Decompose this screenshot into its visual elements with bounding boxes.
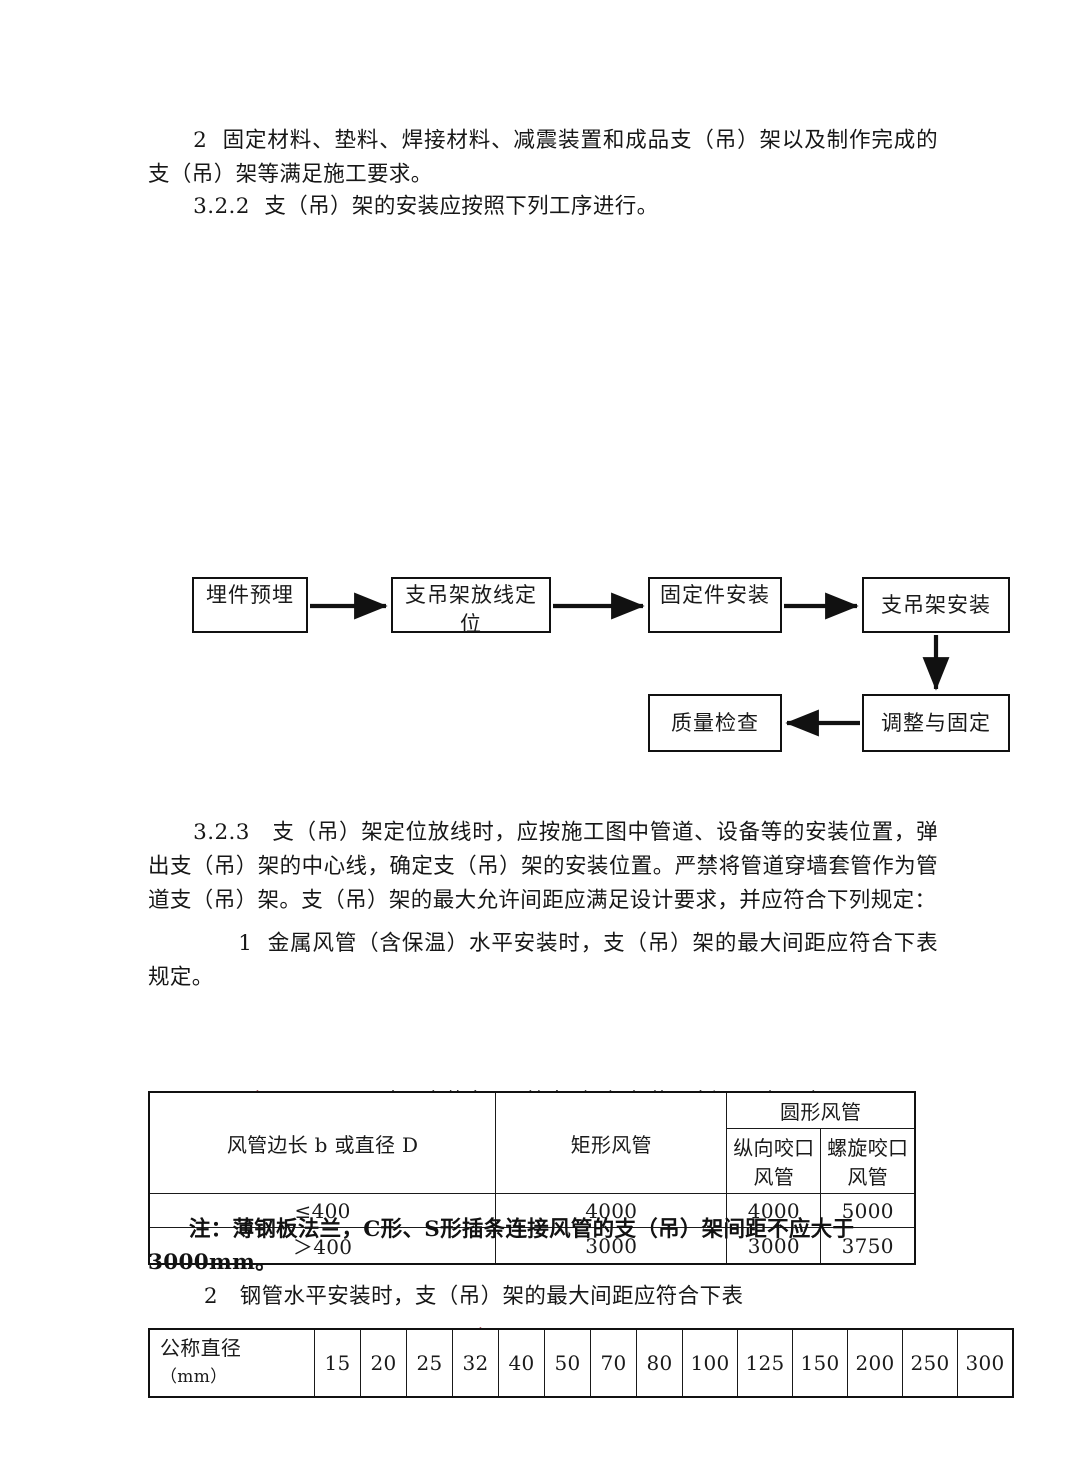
table2-cell-dn: 32	[452, 1328, 499, 1398]
paragraph-clause-3-2-2: 3.2.2 支（吊）架的安装应按照下列工序进行。	[193, 194, 659, 219]
table1-note: 注：薄钢板法兰，C形、S形插条连接风管的支（吊）架间距不应大于3000mm。	[148, 1217, 855, 1275]
table-row: 公称直径 （mm） 15 20 25 32 40 50 70 80 100 125…	[148, 1328, 1014, 1398]
flow-node-quality-inspection: 质量检查	[648, 694, 782, 752]
table2-cell-dn: 80	[636, 1328, 683, 1398]
table1-cell-size: ≤400	[148, 1193, 497, 1228]
table1-header-size: 风管边长 b 或直径 D	[148, 1091, 497, 1194]
flow-node-layout-positioning: 支吊架放线定位	[391, 577, 551, 633]
table-row: 纵向咬口风管 螺旋咬口风管	[149, 1128, 916, 1194]
table2-cell-dn: 15	[314, 1328, 361, 1398]
table2-cell-dn: 20	[360, 1328, 407, 1398]
flow-node-label: 质量检查	[671, 710, 759, 735]
table1-header-spiral: 螺旋咬口风管	[820, 1128, 916, 1194]
flow-node-label: 支吊架放线定位	[405, 583, 537, 633]
table1-cell-spiral: 3750	[820, 1227, 916, 1265]
table1-header-longitudinal: 纵向咬口风管	[726, 1128, 822, 1194]
paragraph-clause-3-2-3-item2: 2 钢管水平安装时，支（吊）架的最大间距应符合下表	[203, 1284, 744, 1309]
table2-cell-dn: 250	[902, 1328, 958, 1398]
table2-cell-dn: 100	[682, 1328, 738, 1398]
table1-cell-rect: 3000	[495, 1227, 728, 1265]
table1-cell-longitudinal: 3000	[726, 1227, 822, 1265]
table2-row-label-line1: 公称直径	[160, 1336, 242, 1360]
table2-cell-dn: 125	[737, 1328, 793, 1398]
table2-cell-dn: 25	[406, 1328, 453, 1398]
table-row: ＞400 3000 3000 3750	[148, 1227, 916, 1265]
table2-cell-dn: 200	[847, 1328, 903, 1398]
flow-node-label: 埋件预埋	[206, 583, 294, 607]
table-max-spacing-metal-duct: 风管边长 b 或直径 D 矩形风管 圆形风管 纵向咬口风管 螺旋咬口风管 ≤40…	[148, 1091, 916, 1265]
table-row: ≤400 4000 4000 5000	[148, 1193, 916, 1228]
paragraph-clause-3-2-1-item2: 2 固定材料、垫料、焊接材料、减震装置和成品支（吊）架以及制作完成的支（吊）架等…	[148, 128, 938, 187]
flow-node-label: 支吊架安装	[881, 592, 991, 617]
table1-cell-spiral: 5000	[820, 1193, 916, 1228]
flow-node-label: 固定件安装	[660, 583, 770, 607]
table1-cell-rect: 4000	[495, 1193, 728, 1228]
table1-cell-size: ＞400	[148, 1227, 497, 1265]
table2-cell-dn: 50	[544, 1328, 591, 1398]
table1-header-round-group: 圆形风管	[726, 1091, 916, 1129]
flow-node-fixing-installation: 固定件安装	[648, 577, 782, 633]
flow-node-bracket-installation: 支吊架安装	[862, 577, 1010, 633]
flow-node-label: 调整与固定	[881, 710, 991, 735]
paragraph-clause-3-2-3-item1: 1 金属风管（含保温）水平安装时，支（吊）架的最大间距应符合下表规定。	[148, 931, 938, 990]
table-max-spacing-steel-pipe: 公称直径 （mm） 15 20 25 32 40 50 70 80 100 125…	[148, 1328, 1014, 1398]
table2-row-label: 公称直径 （mm）	[148, 1328, 315, 1398]
table2-cell-dn: 40	[498, 1328, 545, 1398]
table2-row-label-line2: （mm）	[160, 1367, 228, 1387]
flow-node-embed-part: 埋件预埋	[192, 577, 308, 633]
table2-cell-dn: 70	[590, 1328, 637, 1398]
table2-cell-dn: 300	[957, 1328, 1014, 1398]
table1-header-rect: 矩形风管	[495, 1091, 728, 1194]
paragraph-clause-3-2-3: 3.2.3 支（吊）架定位放线时，应按施工图中管道、设备等的安装位置，弹出支（吊…	[148, 820, 938, 913]
table-row: 风管边长 b 或直径 D 矩形风管 圆形风管	[148, 1091, 916, 1194]
flow-node-adjust-and-fix: 调整与固定	[862, 694, 1010, 752]
table2-cell-dn: 150	[792, 1328, 848, 1398]
table1-cell-longitudinal: 4000	[726, 1193, 822, 1228]
